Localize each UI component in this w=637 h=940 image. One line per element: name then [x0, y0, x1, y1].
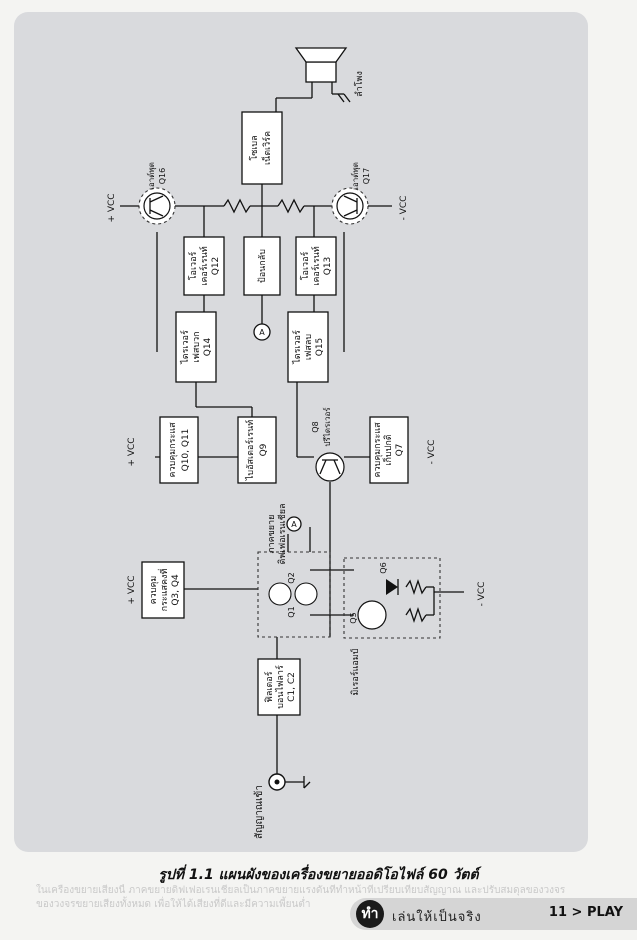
svg-text:Q12: Q12	[211, 257, 221, 276]
svg-text:Q3, Q4: Q3, Q4	[171, 574, 181, 606]
svg-text:เอาต์พุต: เอาต์พุต	[146, 162, 156, 190]
svg-text:เก็บปกติ: เก็บปกติ	[381, 434, 394, 465]
svg-text:A: A	[291, 520, 297, 529]
svg-text:ไดรเวอร์: ไดรเวอร์	[291, 330, 303, 365]
svg-text:โซเบล: โซเบล	[249, 135, 260, 160]
footer-badge: ทำ	[356, 900, 384, 928]
svg-text:กระแสคงที่: กระแสคงที่	[157, 569, 170, 612]
svg-text:ฟิลเตอร์: ฟิลเตอร์	[263, 671, 275, 702]
input-label: สัญญาณเข้า	[253, 785, 265, 839]
vcc-neg-label-1: - VCC	[477, 582, 487, 607]
svg-text:เน็ตเวิร์ค: เน็ตเวิร์ค	[260, 131, 273, 165]
svg-text:เคอร์เรนท์: เคอร์เรนท์	[198, 246, 210, 285]
speaker-label: ลำโพง	[354, 71, 365, 97]
svg-text:เฟสบวก: เฟสบวก	[192, 331, 202, 362]
svg-text:Q14: Q14	[203, 337, 213, 356]
svg-text:ป้อนกลับ: ป้อนกลับ	[257, 249, 268, 283]
svg-text:โอเวอร์: โอเวอร์	[299, 252, 311, 281]
svg-text:Q15: Q15	[315, 338, 325, 357]
svg-text:ภาคขยาย: ภาคขยาย	[267, 515, 277, 554]
svg-text:เอาต์พุต: เอาต์พุต	[350, 162, 360, 190]
svg-text:ดิฟเฟอเรนเชียล: ดิฟเฟอเรนเชียล	[277, 503, 288, 564]
svg-text:ควบคุมกระแส: ควบคุมกระแส	[168, 422, 178, 478]
svg-text:A: A	[259, 328, 265, 337]
q17-transistor-icon: เอาต์พุต Q17	[331, 162, 371, 225]
svg-text:ไบอัสเตอร์เรนท์: ไบอัสเตอร์เรนท์	[244, 420, 256, 481]
q16-transistor-icon: เอาต์พุต Q16	[138, 162, 176, 225]
svg-text:ไดรเวอร์: ไดรเวอร์	[179, 330, 191, 365]
overcurrent-positive-block: โอเวอร์ เคอร์เรนท์ Q12	[183, 236, 225, 296]
page-number: 11 > PLAY	[548, 905, 623, 920]
svg-text:ควบคุม: ควบคุม	[149, 576, 159, 605]
svg-text:โอเวอร์: โอเวอร์	[187, 252, 199, 281]
svg-text:เคอร์เรนท์: เคอร์เรนท์	[310, 246, 322, 285]
svg-text:บอนไฟลาร์: บอนไฟลาร์	[274, 665, 286, 709]
input-jack-icon	[268, 773, 311, 791]
svg-text:ควบคุมกระแส: ควบคุมกระแส	[373, 422, 383, 478]
svg-text:Q2: Q2	[287, 572, 296, 583]
footer-brand: เล่นให้เป็นจริง	[392, 910, 482, 925]
svg-text:Q7: Q7	[395, 444, 405, 457]
q8-transistor-icon: Q8 ปรีไดรเวอร์	[311, 407, 345, 482]
svg-text:Q1: Q1	[287, 606, 296, 617]
svg-text:Q10, Q11: Q10, Q11	[181, 429, 191, 472]
feedback-block: ป้อนกลับ	[243, 236, 281, 296]
svg-text:Q16: Q16	[158, 168, 167, 184]
svg-text:Q9: Q9	[259, 443, 269, 456]
svg-text:Q13: Q13	[323, 257, 333, 276]
vcc-pos-label-3: + VCC	[107, 193, 117, 222]
vcc-pos-label-1: + VCC	[127, 575, 137, 604]
sobel-network-block: โซเบล เน็ตเวิร์ค	[241, 111, 283, 185]
svg-text:Q6: Q6	[379, 562, 388, 573]
svg-text:Q5: Q5	[349, 612, 358, 623]
svg-text:เฟสลบ: เฟสลบ	[304, 334, 314, 360]
svg-text:C1, C2: C1, C2	[287, 672, 297, 702]
vcc-neg-label-3: - VCC	[399, 196, 409, 221]
diagram-panel	[14, 12, 588, 852]
vcc-pos-label-2: + VCC	[127, 437, 137, 466]
block-diagram: สัญญาณเข้า ฟิลเตอร์ บอนไฟลาร์ C1, C2 ควบ…	[14, 12, 588, 852]
filter-block: ฟิลเตอร์ บอนไฟลาร์ C1, C2	[257, 658, 301, 716]
node-a-upper: A	[253, 323, 271, 341]
current-source-block-3: ควบคุมกระแส เก็บปกติ Q7	[369, 416, 409, 484]
svg-text:Q17: Q17	[362, 168, 371, 184]
speaker-icon	[294, 47, 351, 103]
driver-positive-block: ไดรเวอร์ เฟสบวก Q14	[175, 311, 217, 383]
vcc-neg-label-2: - VCC	[427, 440, 437, 465]
svg-text:Q8: Q8	[311, 421, 320, 432]
diff-amp-block: Q1 Q2 ภาคขยาย ดิฟเฟอเรนเชียล	[257, 503, 331, 638]
overcurrent-negative-block: โอเวอร์ เคอร์เรนท์ Q13	[295, 236, 337, 296]
current-mirror-block: Q5 Q6 มิเรอร์แอมป์	[343, 557, 441, 695]
svg-text:มิเรอร์แอมป์: มิเรอร์แอมป์	[349, 648, 361, 695]
svg-text:ปรีไดรเวอร์: ปรีไดรเวอร์	[322, 407, 332, 447]
node-a-lower: A	[286, 516, 302, 532]
current-source-block-2: ควบคุมกระแส Q10, Q11	[159, 416, 199, 484]
bias-block: ไบอัสเตอร์เรนท์ Q9	[237, 416, 277, 484]
driver-negative-block: ไดรเวอร์ เฟสลบ Q15	[287, 311, 329, 383]
page-footer	[350, 898, 637, 930]
figure-caption: รูปที่ 1.1 แผนผังของเครื่องขยายออดิโอไฟล…	[158, 867, 479, 883]
wires	[155, 82, 464, 774]
bleed-through-text: ในเครื่องขยายเสียงนี้ ภาคขยายดิฟเฟอเรนเช…	[36, 885, 566, 910]
current-source-block-1: ควบคุม กระแสคงที่ Q3, Q4	[141, 561, 185, 619]
